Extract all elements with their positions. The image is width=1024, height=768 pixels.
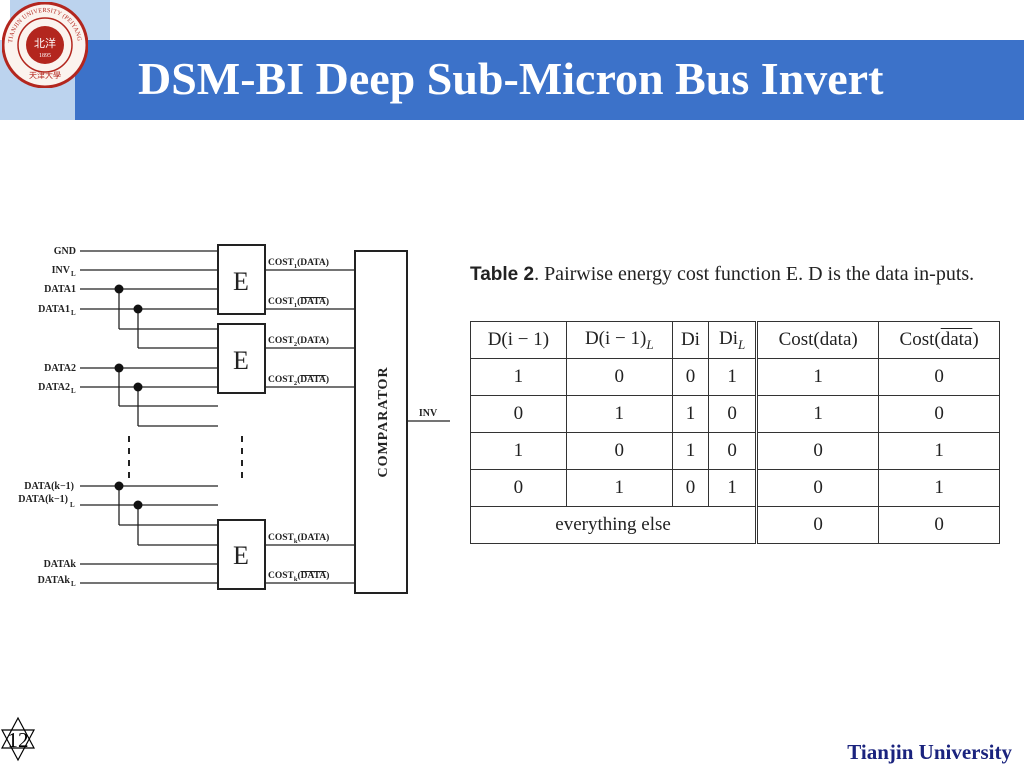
table-cell: 1 bbox=[756, 358, 880, 396]
junction-dot bbox=[114, 363, 124, 373]
table-cell: 0 bbox=[470, 469, 567, 507]
header-di: Di bbox=[671, 321, 710, 359]
table-cell: 0 bbox=[756, 432, 880, 470]
table-cell: 0 bbox=[878, 358, 1000, 396]
slide-title: DSM-BI Deep Sub-Micron Bus Invert bbox=[138, 53, 884, 104]
comparator-block bbox=[354, 250, 408, 594]
table-cell: 1 bbox=[708, 358, 759, 396]
table-cell: 0 bbox=[708, 395, 759, 433]
table-cell: 0 bbox=[756, 469, 880, 507]
junction-dot bbox=[133, 382, 143, 392]
table-cell: 1 bbox=[756, 395, 880, 433]
table-cell: 0 bbox=[708, 432, 759, 470]
subscript-l: L bbox=[71, 580, 76, 588]
table-cell: 0 bbox=[878, 395, 1000, 433]
input-label-data2: DATA2 bbox=[44, 363, 76, 374]
table-cell: 0 bbox=[565, 432, 673, 470]
seal-center-text: 北洋 bbox=[34, 36, 56, 50]
cost-label-2-data: COST2(DATA) bbox=[268, 335, 329, 348]
subscript-l: L bbox=[70, 501, 75, 509]
comparator-label: COMPARATOR bbox=[376, 366, 391, 477]
caption-text: . Pairwise energy cost function E. D is … bbox=[534, 263, 975, 285]
header-di-l: DiL bbox=[708, 321, 759, 359]
seal-year: 1895 bbox=[39, 53, 51, 59]
encoder-block-k bbox=[217, 519, 266, 590]
junction-dot bbox=[133, 304, 143, 314]
caption-label: Table 2 bbox=[470, 264, 535, 285]
footer-university: Tianjin University bbox=[847, 740, 1012, 764]
table-cell: 0 bbox=[756, 506, 880, 544]
junction-dot bbox=[114, 481, 124, 491]
input-label-datakm1l: DATA(k−1) bbox=[18, 494, 68, 505]
table-row: 0 1 0 1 0 1 bbox=[470, 469, 1000, 507]
subscript-l: L bbox=[71, 387, 76, 395]
table-cell: 0 bbox=[565, 358, 673, 396]
title-bar bbox=[75, 40, 1024, 120]
input-label-data1: DATA1 bbox=[44, 284, 76, 295]
page-number: 12 bbox=[7, 728, 29, 752]
input-label-gnd: GND bbox=[54, 246, 76, 257]
table-cell: 1 bbox=[470, 432, 567, 470]
table-cell: 0 bbox=[878, 506, 1000, 544]
encoder-block-2 bbox=[217, 323, 266, 394]
header-cost-data: Cost(data) bbox=[756, 321, 880, 359]
table-cell: 1 bbox=[671, 395, 710, 433]
output-inv-label: INV bbox=[419, 408, 438, 419]
cost-label-2-inv: COST2(DATA) bbox=[268, 374, 329, 387]
table-cell: 1 bbox=[878, 432, 1000, 470]
subscript-l: L bbox=[71, 270, 76, 278]
university-seal-logo: TIANJIN UNIVERSITY (PEIYANG UNIVERSITY) … bbox=[2, 2, 88, 88]
table-row: 1 0 1 0 0 1 bbox=[470, 432, 1000, 470]
table-row: 0 1 1 0 1 0 bbox=[470, 395, 1000, 433]
bus-invert-circuit-diagram: E E E COMPARATOR INV GND INV DATA1 DATA1… bbox=[18, 244, 450, 594]
table-header-row: D(i − 1) D(i − 1)L Di DiL Cost(data) Cos… bbox=[470, 321, 1000, 359]
table-cell: 1 bbox=[671, 432, 710, 470]
subscript-l: L bbox=[71, 309, 76, 317]
table-cell: 1 bbox=[565, 469, 673, 507]
table-cell: 1 bbox=[470, 358, 567, 396]
cost-label-k-data: COSTk(DATA) bbox=[268, 532, 329, 545]
star-of-david-icon bbox=[1, 716, 35, 762]
table-caption: Table 2. Pairwise energy cost function E… bbox=[470, 262, 1022, 287]
header-cost-inv-data: Cost(data) bbox=[878, 321, 1000, 359]
cost-label-k-inv: COSTk(DATA) bbox=[268, 570, 329, 583]
table-cell: 1 bbox=[708, 469, 759, 507]
input-label-datak: DATAk bbox=[44, 559, 77, 570]
table-cell: 0 bbox=[671, 469, 710, 507]
cost-label-1-data: COST1(DATA) bbox=[268, 257, 329, 270]
encoder-block-1 bbox=[217, 244, 266, 315]
junction-dot bbox=[114, 284, 124, 294]
input-label-data2l: DATA2 bbox=[38, 382, 70, 393]
input-label-data1l: DATA1 bbox=[38, 304, 70, 315]
table-cell: 0 bbox=[671, 358, 710, 396]
table-cell: 1 bbox=[565, 395, 673, 433]
input-label-datakm1: DATA(k−1) bbox=[24, 481, 74, 492]
input-label-datakl: DATAk bbox=[38, 575, 71, 586]
header-d-im1-l: D(i − 1)L bbox=[565, 321, 673, 359]
cost-label-1-inv: COST1(DATA) bbox=[268, 296, 329, 309]
encoder-label-k: E bbox=[233, 541, 249, 570]
table-cell: 1 bbox=[878, 469, 1000, 507]
input-label-inv: INV bbox=[52, 265, 71, 276]
encoder-label-1: E bbox=[233, 267, 249, 296]
encoder-label-2: E bbox=[233, 346, 249, 375]
everything-else-label: everything else bbox=[469, 506, 759, 544]
table-row: 1 0 0 1 1 0 bbox=[470, 358, 1000, 396]
junction-dot bbox=[133, 500, 143, 510]
seal-bottom-text: 天津大學 bbox=[29, 70, 61, 80]
table-cell: 0 bbox=[470, 395, 567, 433]
energy-cost-table: D(i − 1) D(i − 1)L Di DiL Cost(data) Cos… bbox=[469, 321, 1000, 544]
header-d-im1: D(i − 1) bbox=[470, 321, 567, 359]
table-row-everything-else: everything else 0 0 bbox=[469, 506, 1000, 544]
